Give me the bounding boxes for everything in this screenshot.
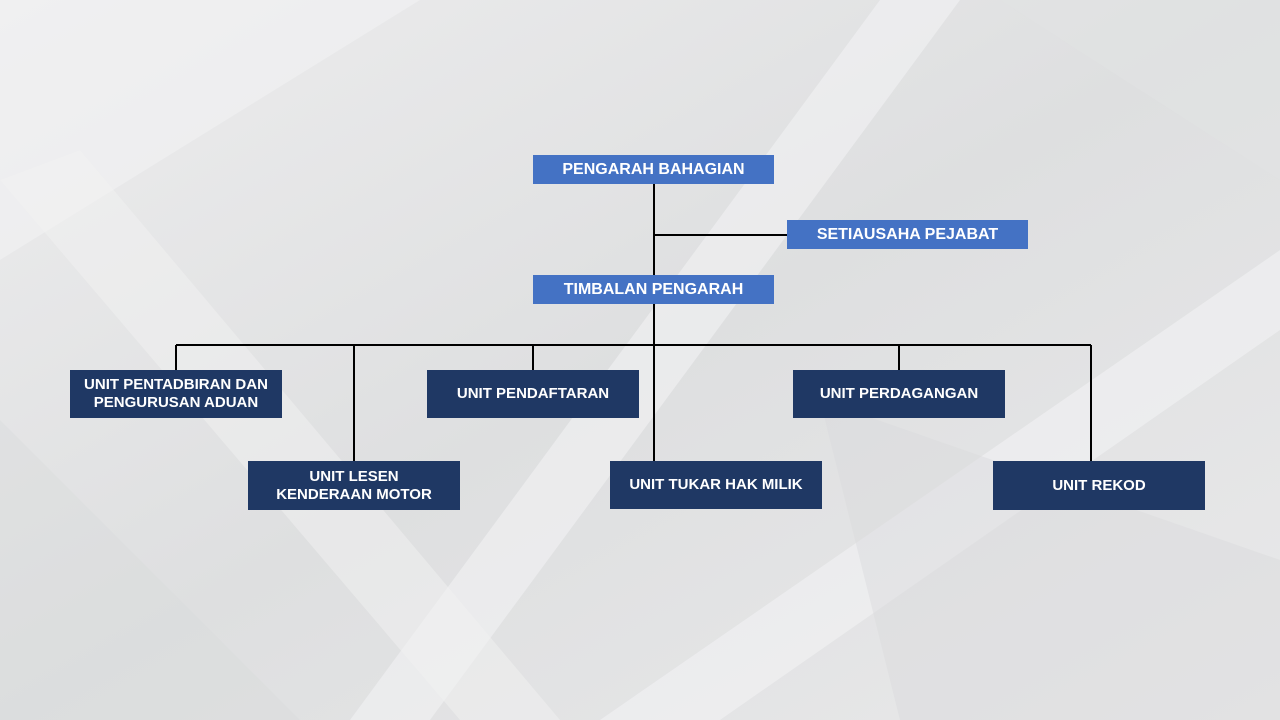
secretary-label: SETIAUSAHA PEJABAT [816,225,999,243]
unit-admin-label: UNIT PENTADBIRAN DAN PENGURUSAN ADUAN [84,376,268,411]
unit-records-box: UNIT REKOD [993,461,1205,510]
secretary-box: SETIAUSAHA PEJABAT [787,220,1028,249]
deputy-box: TIMBALAN PENGARAH [533,275,774,304]
unit-records-label: UNIT REKOD [1052,476,1146,494]
unit-registration-label: UNIT PENDAFTARAN [456,385,610,402]
unit-license-label: UNIT LESEN KENDERAAN MOTOR [276,467,432,503]
unit-ownership-label: UNIT TUKAR HAK MILIK [629,476,803,493]
unit-license-box: UNIT LESEN KENDERAAN MOTOR [248,461,460,510]
unit-ownership-box: UNIT TUKAR HAK MILIK [610,461,822,509]
director-label: PENGARAH BAHAGIAN [562,160,745,178]
unit-trade-label: UNIT PERDAGANGAN [819,385,979,402]
unit-registration-box: UNIT PENDAFTARAN [427,370,639,418]
director-box: PENGARAH BAHAGIAN [533,155,774,184]
deputy-label: TIMBALAN PENGARAH [563,280,744,298]
unit-admin-box: UNIT PENTADBIRAN DAN PENGURUSAN ADUAN [70,370,282,418]
unit-trade-box: UNIT PERDAGANGAN [793,370,1005,418]
